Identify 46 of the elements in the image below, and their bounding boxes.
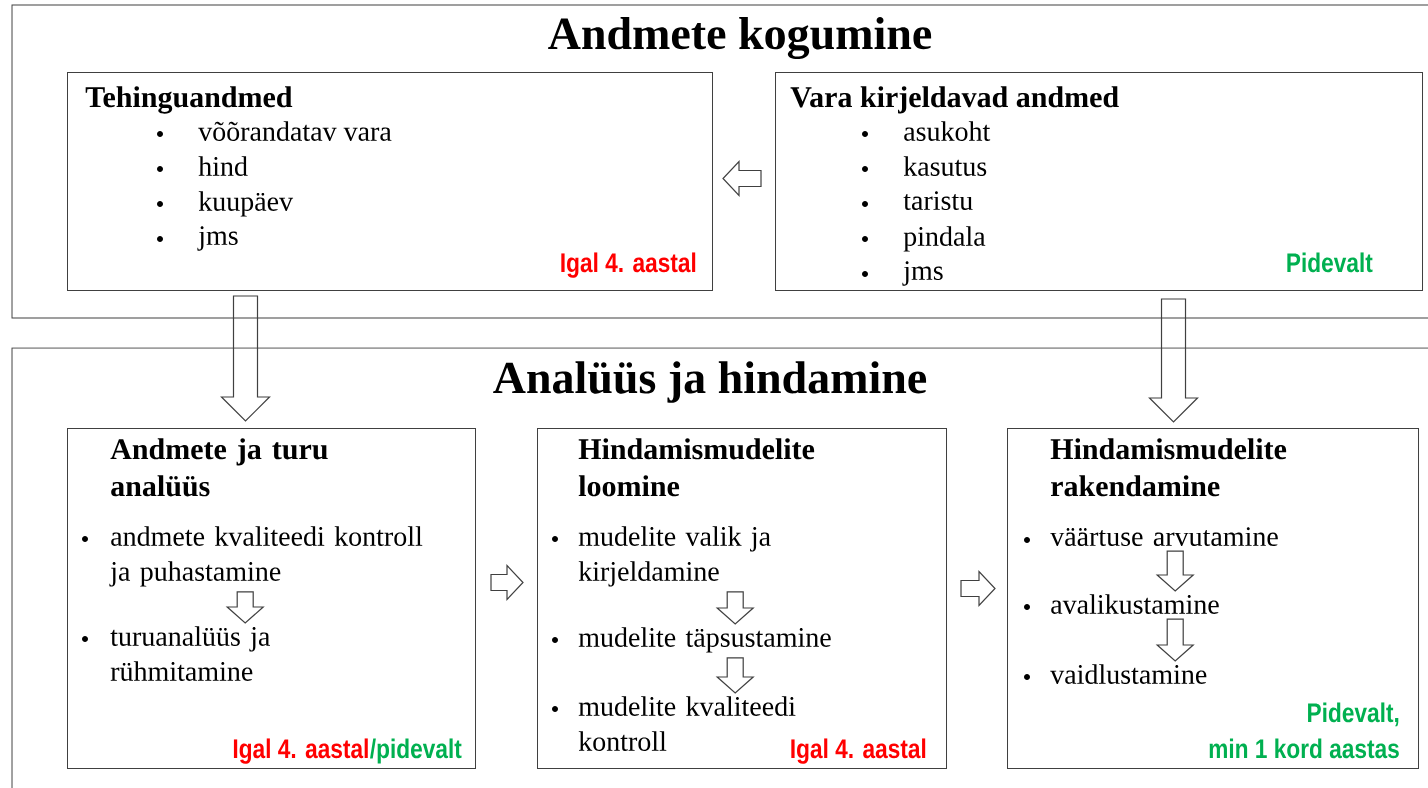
block-arrow (960, 570, 996, 608)
bullet-item: asukoht (862, 121, 991, 141)
process-box (1007, 428, 1419, 769)
bullet-item: jms (157, 226, 238, 251)
section-panel (11, 4, 1428, 319)
box-heading: Vara kirjeldavad andmed (790, 86, 1119, 114)
bullet-item: turuanalüüs ja rühmitamine (82, 626, 270, 681)
section-title: Andmete kogumine (548, 16, 932, 60)
block-arrow (715, 591, 755, 625)
block-arrow (1155, 550, 1195, 592)
process-box (775, 72, 1423, 291)
bullet-item: kasutus (862, 156, 987, 176)
box-heading: Hindamismudelite loomine (578, 438, 815, 497)
bullet-item: avalikustamine (1024, 594, 1219, 614)
box-heading: Andmete ja turu analüüs (110, 438, 328, 497)
process-box (537, 428, 947, 769)
block-arrow (1155, 618, 1195, 662)
bullet-item: võõrandatav vara (157, 121, 392, 141)
status-label: Pidevalt, (1308, 702, 1399, 727)
section-title: Analüüs ja hindamine (493, 361, 927, 403)
bullet-item: vaidlustamine (1024, 664, 1207, 684)
process-box (67, 72, 713, 291)
box-heading: Hindamismudelite rakendamine (1050, 438, 1287, 497)
bullet-item: taristu (862, 191, 973, 210)
block-arrow (715, 657, 755, 694)
bullet-item: mudelite täpsustamine (552, 627, 831, 653)
bullet-item: jms (862, 261, 943, 286)
bullet-item: kuupäev (157, 191, 294, 217)
block-arrow (225, 591, 265, 624)
process-box (67, 428, 476, 769)
block-arrow (1148, 298, 1199, 423)
block-arrow (722, 160, 762, 198)
block-arrow (220, 295, 271, 422)
block-arrow (490, 564, 524, 602)
bullet-item: väärtuse arvutamine (1024, 527, 1278, 546)
bullet-item: mudelite valik ja kirjeldamine (552, 526, 771, 587)
bullet-item: andmete kvaliteedi kontroll ja puhastamine (82, 526, 423, 587)
status-label: min 1 kord aastas (1209, 738, 1399, 759)
section-panel (11, 347, 1428, 788)
status-label: Pidevalt (1287, 252, 1373, 273)
bullet-item: pindala (862, 226, 986, 252)
bullet-item: hind (157, 156, 248, 176)
status-label: /pidevalt (370, 738, 462, 764)
status-label: Igal 4. aastal (233, 738, 368, 764)
box-heading: Tehinguandmed (85, 86, 293, 114)
status-label: Igal 4. aastal (561, 252, 696, 278)
